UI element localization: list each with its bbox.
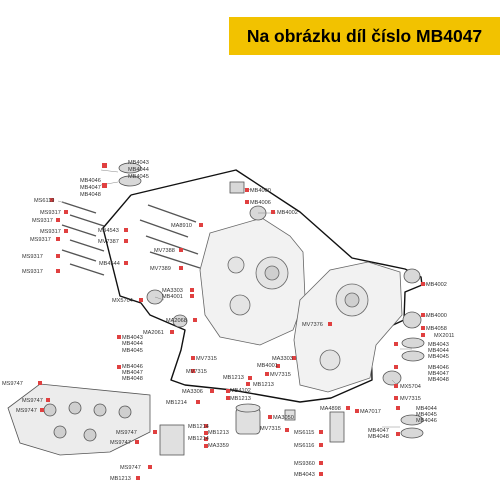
part-label: MB4002 — [277, 210, 298, 216]
part-label: MB4047 — [368, 428, 389, 434]
part-labels: MB4043 MB4044 MB4045 MB4046 MB4047 MB404… — [2, 160, 454, 482]
part-label: MB1214 — [188, 436, 209, 442]
part-label: MS6115 — [294, 430, 314, 436]
part-label: MB4044 — [128, 167, 149, 173]
part-label: MB4048 — [80, 192, 101, 198]
part-label: MB4001 — [257, 363, 278, 369]
part-label: MS9317 — [32, 218, 53, 224]
part-label: MS9747 — [22, 398, 43, 404]
part-label: MS6116 — [294, 443, 314, 449]
part-label: MB1213 — [110, 476, 131, 482]
part-label: MA8910 — [171, 223, 192, 229]
part-label: MB4047 — [122, 370, 143, 376]
part-label: MA4898 — [320, 406, 341, 412]
bolt-set — [61, 201, 201, 276]
part-label: MV7388 — [154, 248, 175, 254]
part-label: MA3303 — [272, 356, 293, 362]
part-label: MB4543 — [98, 228, 119, 234]
assembly-outline — [102, 169, 423, 403]
skid-plate — [7, 383, 151, 456]
part-label: MB1214 — [188, 424, 209, 430]
part-markers — [38, 163, 425, 480]
part-label: MB4002 — [426, 282, 447, 288]
part-label: MS9317 — [30, 237, 51, 243]
part-label: MB4001 — [162, 294, 183, 300]
part-label: MB1214 — [166, 400, 187, 406]
part-label: MB1213 — [253, 382, 274, 388]
part-label: MB1213 — [208, 430, 229, 436]
part-label: MB4048 — [368, 434, 389, 440]
part-label: MB1213 — [230, 396, 251, 402]
page-title: Na obrázku díl číslo MB4047 — [246, 26, 483, 46]
part-label: MB4046 — [122, 364, 143, 370]
part-label: MS9317 — [22, 269, 43, 275]
part-label: MS9317 — [22, 254, 43, 260]
part-label: MB4048 — [428, 377, 449, 383]
part-label: MB4043 — [122, 335, 143, 341]
part-label: MX2011 — [434, 333, 454, 339]
part-label: MS9317 — [40, 210, 61, 216]
part-label: MB4043 — [128, 160, 149, 166]
part-label: MV7389 — [150, 266, 171, 272]
part-label: MX5704 — [112, 298, 133, 304]
part-label: MB4000 — [426, 313, 447, 319]
left-crankcase-half — [199, 217, 306, 346]
bearing-parts — [118, 162, 425, 439]
part-label: MS9747 — [110, 440, 131, 446]
part-label: MB4046 — [428, 365, 449, 371]
part-label: MA3050 — [273, 415, 294, 421]
part-label: MS6119 — [34, 198, 54, 204]
part-label: MS9747 — [120, 465, 141, 471]
part-label: MB4046 — [80, 178, 101, 184]
part-label: MB4044 — [416, 406, 437, 412]
part-label: MB4544 — [99, 261, 120, 267]
part-label: MV7387 — [98, 239, 119, 245]
part-label: MB4045 — [122, 348, 143, 354]
part-label: MS9747 — [2, 381, 23, 387]
part-label: MV7315 — [196, 356, 217, 362]
part-label: MB4047 — [428, 371, 449, 377]
part-label: MA3306 — [182, 389, 203, 395]
title-banner: Na obrázku díl číslo MB4047 — [229, 17, 500, 55]
part-label: MB4048 — [122, 376, 143, 382]
part-label: MB4058 — [426, 326, 447, 332]
part-label: MV7315 — [186, 369, 207, 375]
part-label: MS9317 — [40, 229, 61, 235]
part-label: MA3303 — [162, 288, 183, 294]
right-crankcase-half — [293, 261, 403, 393]
part-label: MV7376 — [302, 322, 323, 328]
part-label: MS9747 — [116, 430, 137, 436]
oil-filter-group — [159, 403, 345, 456]
part-label: MB4044 — [428, 348, 449, 354]
part-label: MS9747 — [16, 408, 37, 414]
part-label: MB4045 — [428, 354, 449, 360]
part-label: MB4046 — [416, 418, 437, 424]
part-label: MA7017 — [360, 409, 381, 415]
part-label: MB4045 — [416, 412, 437, 418]
part-label: MV7315 — [270, 372, 291, 378]
part-label: MB1213 — [223, 375, 244, 381]
part-label: MV7315 — [400, 396, 421, 402]
part-label: MA2061 — [143, 330, 164, 336]
part-label: MB4043 — [428, 342, 449, 348]
part-label: MB4102 — [230, 388, 251, 394]
part-label: MV7315 — [260, 426, 281, 432]
part-label: MA2068 — [166, 318, 187, 324]
part-label: MS9360 — [294, 461, 315, 467]
part-label: MB4000 — [250, 188, 271, 194]
part-label: MB4047 — [80, 185, 101, 191]
part-label: MA3359 — [208, 443, 229, 449]
part-label: MB4006 — [250, 200, 271, 206]
part-label: MB4043 — [294, 472, 315, 478]
part-label: MB4045 — [128, 174, 149, 180]
part-label: MX5704 — [400, 384, 421, 390]
part-label: MB4044 — [122, 341, 143, 347]
